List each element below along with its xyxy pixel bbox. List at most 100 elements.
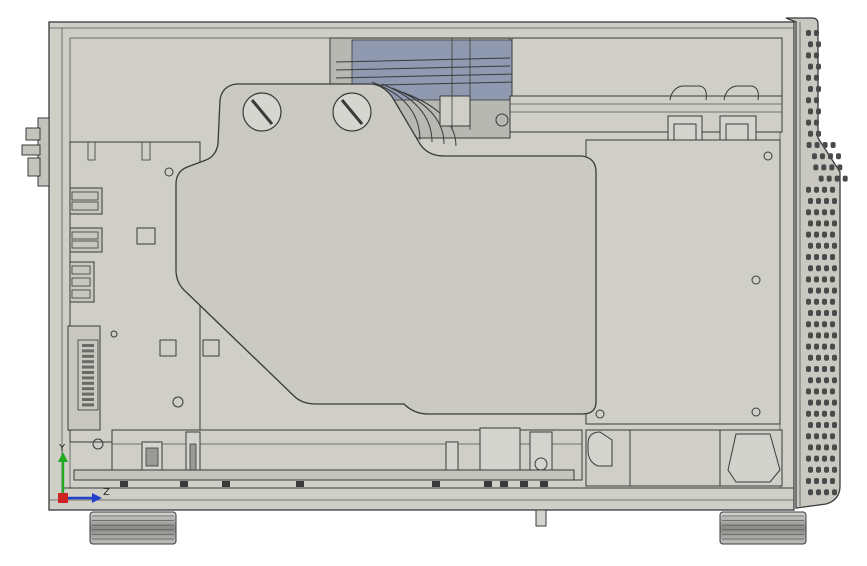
vent-hole [814, 30, 819, 36]
screw-head [222, 481, 230, 487]
vent-hole [832, 422, 837, 428]
screw-head [180, 481, 188, 487]
vent-hole [808, 422, 813, 428]
vent-hole [824, 377, 829, 384]
vent-hole [832, 332, 837, 339]
dsub-pin [82, 354, 94, 358]
vent-hole [821, 164, 827, 171]
vent-hole [808, 63, 813, 70]
vent-hole [832, 377, 837, 384]
vent-hole [822, 321, 827, 328]
vent-hole [830, 186, 835, 193]
vent-hole [814, 276, 819, 283]
vent-hole [830, 410, 835, 417]
vent-hole [814, 186, 819, 193]
vent-hole [814, 74, 819, 81]
vent-hole [822, 410, 827, 417]
vent-hole [832, 242, 837, 249]
vent-hole [816, 422, 821, 428]
vent-hole [819, 153, 825, 160]
vent-hole [832, 220, 837, 227]
vent-hole [834, 175, 840, 182]
bottom-screws [120, 481, 548, 487]
vent-hole [814, 52, 819, 59]
screw-head [432, 481, 440, 487]
vent-hole [814, 478, 819, 484]
dsub-pin [82, 387, 94, 391]
vent-hole [814, 366, 819, 372]
vent-hole [813, 164, 819, 171]
vent-hole [830, 321, 835, 328]
dsub-pin [82, 349, 94, 353]
vent-hole [808, 198, 813, 204]
vent-hole [830, 433, 835, 440]
triad-y-label: Y [59, 443, 66, 454]
vent-hole [816, 310, 821, 316]
vent-hole [816, 198, 821, 204]
vent-hole [806, 276, 811, 283]
vent-hole [808, 399, 813, 406]
triad-x-origin [58, 493, 68, 503]
vent-hole [830, 142, 836, 148]
vent-hole [806, 455, 811, 462]
vent-hole [830, 276, 835, 283]
vent-hole [822, 388, 827, 395]
vent-hole [826, 175, 832, 182]
vent-hole [822, 231, 827, 238]
front-panel [785, 17, 848, 509]
vent-hole [832, 198, 837, 204]
dsub-pin [82, 365, 94, 369]
vent-hole [824, 422, 829, 428]
vent-hole [814, 119, 819, 126]
vent-hole [806, 74, 811, 81]
vent-hole [816, 444, 821, 451]
vent-hole [816, 63, 821, 70]
vent-hole [837, 164, 843, 171]
power-board [585, 139, 781, 425]
dsub-pin [82, 392, 94, 396]
vent-hole [824, 354, 829, 361]
vent-hole [822, 142, 828, 148]
vent-hole [832, 489, 837, 496]
vent-hole [808, 354, 813, 361]
vent-hole [806, 119, 811, 126]
vent-hole [814, 97, 819, 104]
vent-hole [816, 130, 821, 137]
vent-hole [806, 52, 811, 59]
dsub-pin [82, 344, 94, 347]
vent-hole [806, 142, 812, 148]
vent-hole [816, 489, 821, 496]
vent-hole [824, 198, 829, 204]
vent-hole [824, 489, 829, 496]
vent-hole [814, 254, 819, 260]
vent-hole [816, 86, 821, 92]
triad-z-arrowhead [92, 493, 102, 503]
vent-hole [822, 455, 827, 462]
vent-hole [808, 466, 813, 473]
vent-hole [806, 298, 811, 305]
vent-hole [814, 298, 819, 305]
screw-head [500, 481, 508, 487]
vent-hole [816, 265, 821, 272]
vent-hole [835, 153, 841, 160]
foot-right-ribs [722, 515, 804, 540]
vent-hole [816, 220, 821, 227]
vent-hole [816, 41, 821, 48]
vent-hole [830, 254, 835, 260]
vent-hole [816, 354, 821, 361]
vent-hole [806, 97, 811, 104]
dsub-pins [82, 344, 94, 407]
vent-hole [824, 332, 829, 339]
vent-hole [832, 287, 837, 294]
vent-hole [830, 343, 835, 350]
coordinate-triad [58, 452, 102, 503]
vent-hole [830, 231, 835, 238]
vent-hole [832, 310, 837, 316]
io-ports [67, 187, 103, 431]
vent-hole [808, 86, 813, 92]
screw-head [540, 481, 548, 487]
vent-hole [822, 343, 827, 350]
vent-hole [816, 332, 821, 339]
